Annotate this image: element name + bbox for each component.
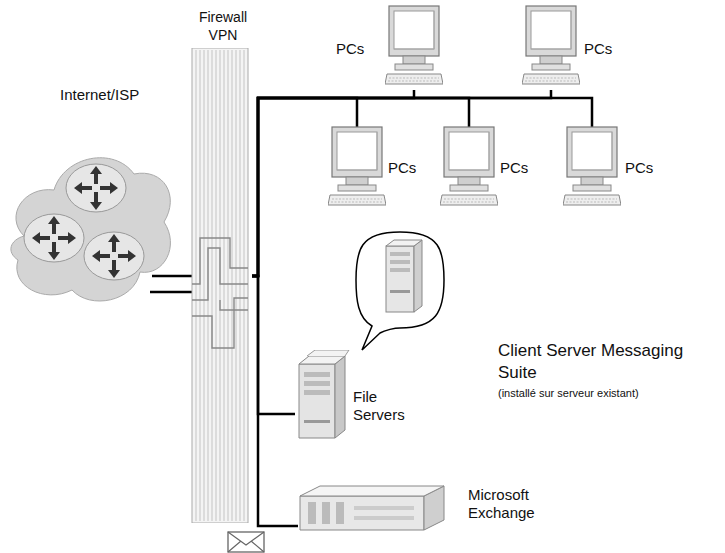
product-label: Client Server Messaging Suite xyxy=(498,340,723,384)
node-icon xyxy=(522,4,580,88)
node-icon xyxy=(385,4,443,88)
mail-envelope xyxy=(228,532,264,552)
exchange-server: Microsoft Exchange xyxy=(298,480,568,536)
node-label: PCs xyxy=(336,40,384,58)
node-label: PCs xyxy=(388,159,428,177)
note-label: (installé sur serveur existant) xyxy=(498,386,723,400)
internet-cloud: Internet/ISP xyxy=(4,86,176,336)
pc-workstation: PCs xyxy=(330,4,445,90)
network-link xyxy=(252,90,414,276)
node-icon xyxy=(298,484,448,534)
network-link xyxy=(252,98,592,276)
pc-workstation: PCs xyxy=(522,4,627,90)
node-icon xyxy=(295,350,351,442)
node-label: PCs xyxy=(500,159,540,177)
node-icon xyxy=(563,125,621,209)
node-label: File Servers xyxy=(353,388,417,424)
node-label: PCs xyxy=(584,40,626,58)
node-icon xyxy=(4,126,176,336)
node-icon xyxy=(328,125,386,209)
node-icon xyxy=(440,125,498,209)
pc-workstation: PCs xyxy=(440,125,540,211)
node-icon xyxy=(190,48,252,523)
node-label: Microsoft Exchange xyxy=(468,486,564,522)
node-label: PCs xyxy=(625,159,665,177)
file-server: File Servers xyxy=(295,350,420,444)
callout-bubble xyxy=(356,232,444,350)
firewall-band: Firewall VPN xyxy=(190,8,252,523)
network-link xyxy=(252,276,298,526)
network-link xyxy=(252,98,469,276)
node-label: Internet/ISP xyxy=(60,86,170,104)
pc-workstation: PCs xyxy=(328,125,428,211)
network-link xyxy=(252,90,551,276)
pc-workstation: PCs xyxy=(563,125,667,211)
node-label: Firewall VPN xyxy=(194,8,252,44)
